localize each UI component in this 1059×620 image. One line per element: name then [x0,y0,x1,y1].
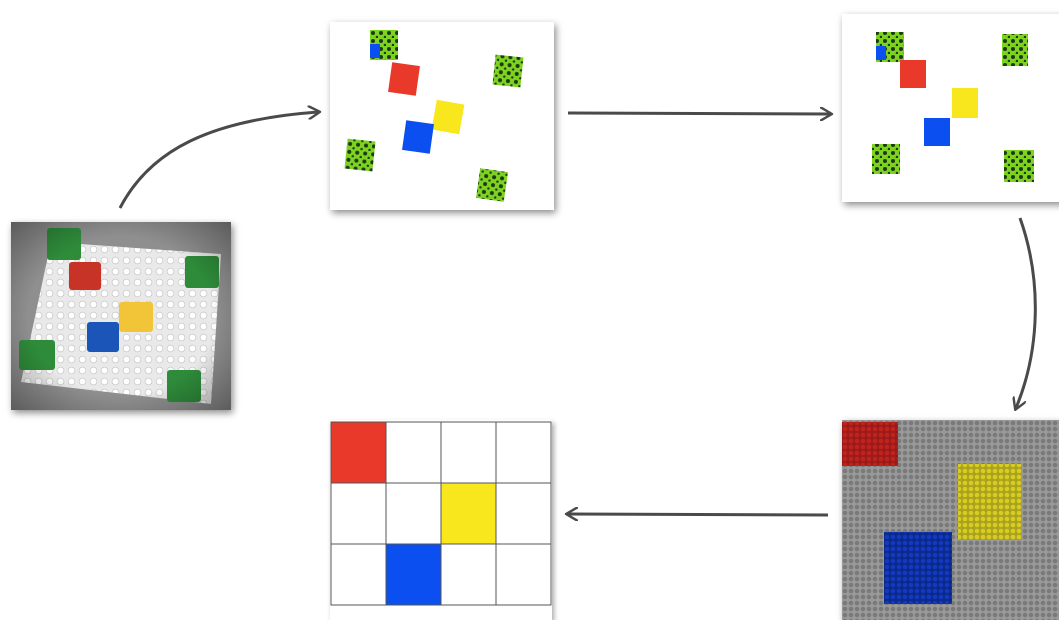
arrow-cleaned-to-pixelated [1016,217,1037,408]
green-block-4 [476,168,508,202]
grid-cell-0-0-red [330,421,387,484]
yellow-block [431,99,465,135]
pixelated-grid-image [842,420,1059,620]
arrow-mask-to-cleaned [567,113,830,114]
green-block-1 [876,32,904,62]
green-block-3 [344,138,376,172]
output-grid-panel [330,420,552,620]
output-grid [330,421,552,606]
green-block-3 [872,144,900,174]
blue-block [924,118,950,146]
green-block-2 [492,54,524,88]
grid-cell-1-1-white [385,482,442,545]
grid-cell-0-3-white [495,421,552,484]
blue-block [402,120,434,154]
red-block [388,62,420,96]
grid-cell-2-0-white [330,543,387,606]
cleaned-mask-panel [842,14,1059,202]
green-block-2 [1002,34,1028,66]
blue-region [884,532,952,604]
grid-cell-2-1-blue [385,543,442,606]
arrow-photo-to-mask [118,112,318,209]
lego-photo-image [11,222,231,410]
grid-cell-1-2-yellow [440,482,497,545]
grid-cell-1-3-white [495,482,552,545]
green-block-4 [1004,150,1034,182]
source-photo [11,222,231,410]
arrow-pixelated-to-output [568,514,829,515]
cleaned-mask-image [872,32,1034,182]
color-mask-panel [330,22,554,210]
grid-cell-2-3-white [495,543,552,606]
color-mask-image [344,30,524,202]
grid-cell-2-2-white [440,543,497,606]
grid-cell-0-2-white [440,421,497,484]
green-block-1 [370,30,398,60]
red-region [842,422,898,466]
red-block [900,60,926,88]
yellow-region [958,464,1022,540]
yellow-block [952,88,978,118]
grid-cell-1-0-white [330,482,387,545]
pixelated-grid-panel [842,420,1059,620]
grid-cell-0-1-white [385,421,442,484]
